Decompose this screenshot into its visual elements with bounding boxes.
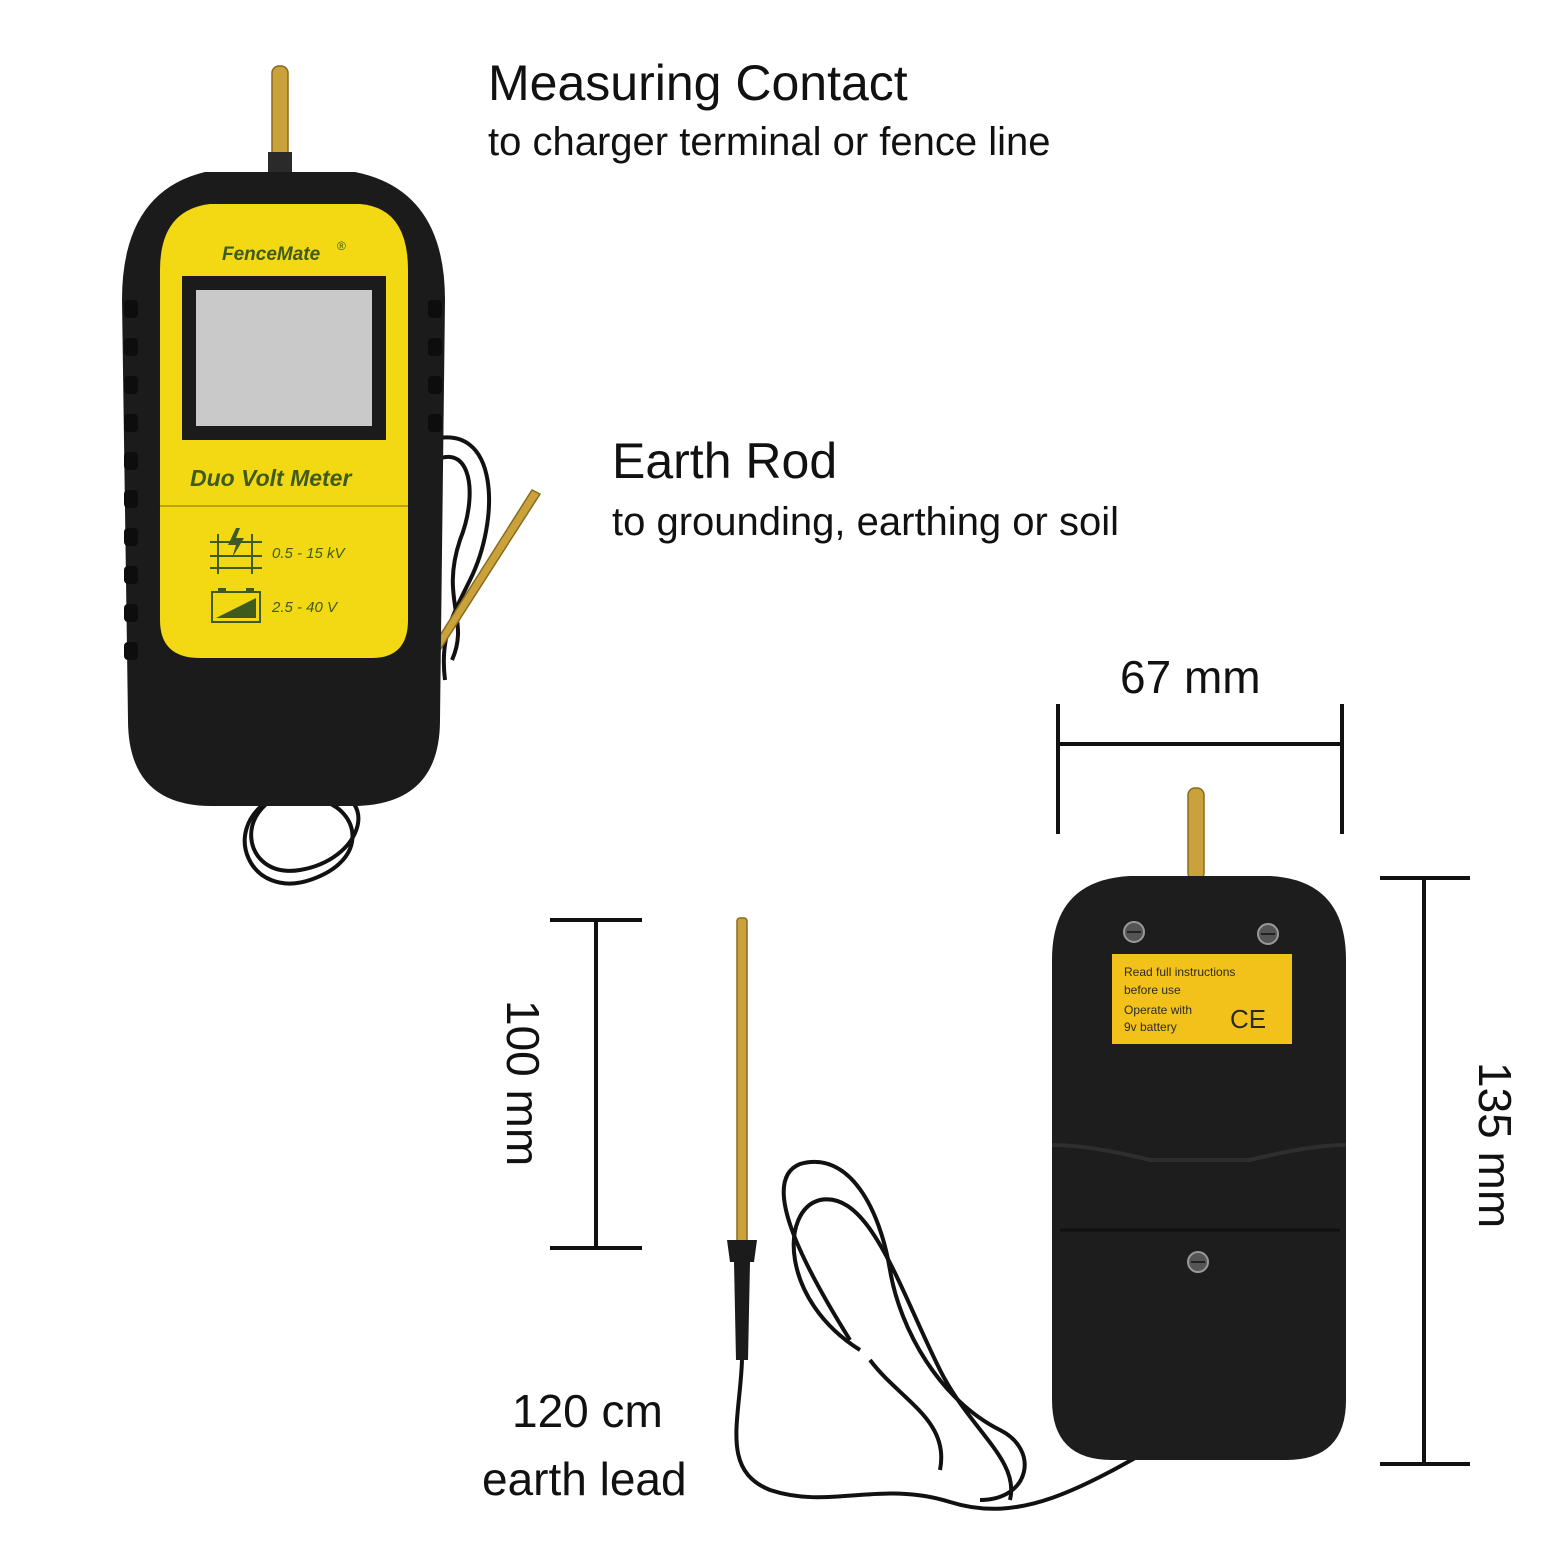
front-device: FenceMate ® Duo Volt Meter 0.5 - 15 kV 2… xyxy=(122,65,542,886)
front-lcd-screen xyxy=(196,290,372,426)
earth-rod-subtitle: to grounding, earthing or soil xyxy=(612,500,1119,544)
back-measuring-pin xyxy=(1187,787,1205,881)
front-brand: FenceMate xyxy=(222,244,321,265)
front-battery-range: 2.5 - 40 V xyxy=(271,599,339,616)
ce-mark: CE xyxy=(1230,1004,1266,1034)
measuring-contact-title: Measuring Contact xyxy=(488,55,908,111)
width-dimension-label: 67 mm xyxy=(1120,651,1261,703)
earth-rod-assembly xyxy=(727,917,1172,1511)
back-instruction-label xyxy=(1112,954,1292,1044)
front-model: Duo Volt Meter xyxy=(190,465,352,491)
earth-rod xyxy=(736,917,748,1247)
earth-lead-cable xyxy=(734,1160,1172,1511)
front-grip-ridges xyxy=(124,300,442,660)
battery-voltage-icon xyxy=(211,588,261,623)
front-fence-range: 0.5 - 15 kV xyxy=(272,545,347,562)
back-device: Read full instructions before use Operat… xyxy=(1051,787,1347,1460)
rod-dimension-line xyxy=(550,918,642,1250)
measuring-contact-subtitle: to charger terminal or fence line xyxy=(488,120,1051,164)
height-dimension-line xyxy=(1380,876,1470,1466)
earth-rod-title: Earth Rod xyxy=(612,433,838,489)
front-registered-mark: ® xyxy=(337,239,346,253)
width-dimension-line xyxy=(1056,704,1344,834)
earth-rod-handle xyxy=(727,1240,757,1360)
back-label-line3: Operate with xyxy=(1124,1003,1192,1017)
back-label-line2: before use xyxy=(1124,983,1181,997)
back-label-line4: 9v battery xyxy=(1124,1020,1177,1034)
back-label-line1: Read full instructions xyxy=(1124,965,1235,979)
front-earth-rod xyxy=(430,489,542,651)
lead-description-label: earth lead xyxy=(482,1453,687,1505)
fence-voltage-icon xyxy=(210,528,262,574)
back-screws xyxy=(1123,921,1279,1273)
lead-length-label: 120 cm xyxy=(512,1385,663,1437)
